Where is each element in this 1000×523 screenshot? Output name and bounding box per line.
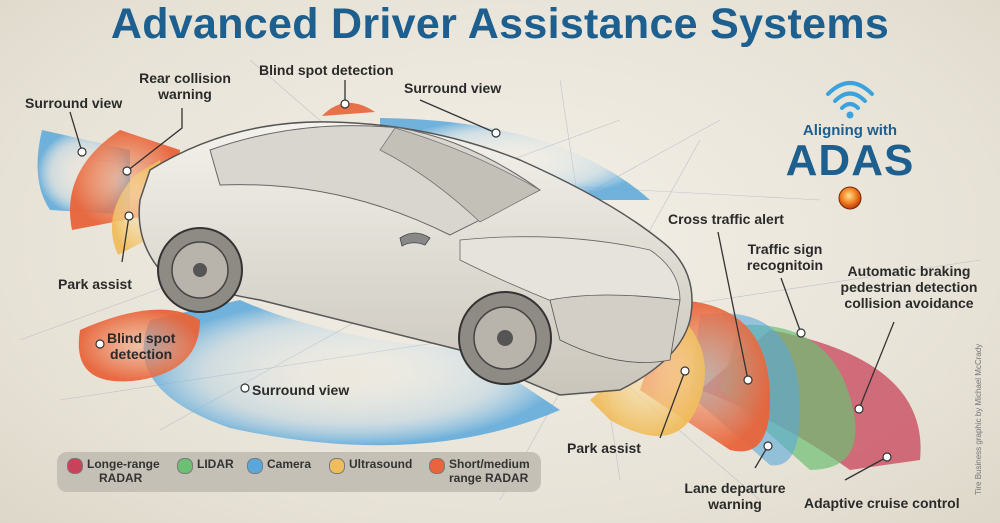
label-surround-view-side: Surround view [252, 382, 350, 398]
label-lane-departure-warning: Lane departure warning [675, 480, 795, 512]
legend-swatch-ultrasound [329, 458, 345, 474]
label-cross-traffic-alert: Cross traffic alert [668, 211, 784, 227]
legend-line: Short/medium [449, 457, 530, 471]
legend-label-short-medium-radar: Short/medium range RADAR [449, 457, 539, 485]
label-line: collision avoidance [844, 295, 974, 311]
badge-title: ADAS [785, 136, 915, 185]
label-line: Rear collision [139, 70, 231, 86]
legend-swatch-short-medium-radar [429, 458, 445, 474]
legend-line: RADAR [99, 471, 143, 485]
adas-badge: Aligning with ADAS [770, 76, 930, 216]
label-line: Blind spot [107, 330, 176, 346]
car-illustration [138, 121, 693, 396]
label-park-assist-front: Park assist [567, 440, 641, 456]
label-surround-view-rear: Surround view [25, 95, 123, 111]
leader-dots [77, 99, 892, 462]
label-blind-spot-side: Blind spot detection [107, 330, 175, 362]
badge-subtitle: Aligning with [802, 122, 898, 139]
legend-swatch-long-range-radar [67, 458, 83, 474]
legend-swatch-lidar [177, 458, 193, 474]
legend-label-long-range-radar: Longe-range RADAR [87, 457, 167, 485]
wifi-icon [826, 81, 874, 110]
label-line: warning [158, 86, 212, 102]
legend-label-camera: Camera [267, 457, 312, 471]
label-rear-collision-warning: Rear collision warning [120, 70, 250, 102]
label-blind-spot-top: Blind spot detection [259, 62, 394, 78]
side-blind-spot-zone [78, 309, 200, 382]
label-line: Automatic braking [847, 263, 971, 279]
legend-label-ultrasound: Ultrasound [349, 457, 413, 471]
label-park-assist-rear: Park assist [58, 276, 132, 292]
label-line: recognitoin [746, 257, 824, 273]
legend-line: Longe-range [87, 457, 160, 471]
legend-line: range RADAR [449, 471, 529, 485]
label-line: Traffic sign [747, 241, 823, 257]
label-line: warning [708, 496, 762, 512]
label-traffic-sign-recognition: Traffic sign recognitoin [735, 241, 835, 273]
top-blind-spot-zone [322, 102, 375, 116]
legend-label-lidar: LIDAR [197, 457, 234, 471]
leader-lines [69, 80, 895, 481]
label-adaptive-cruise-control: Adaptive cruise control [804, 495, 960, 511]
label-line: detection [110, 346, 173, 362]
page-title: Advanced Driver Assistance Systems [110, 0, 890, 48]
sensor-legend: Longe-range RADAR LIDAR Camera Ultrasoun… [57, 452, 541, 492]
label-surround-view-top: Surround view [404, 80, 502, 96]
side-surround-view-zone [143, 300, 561, 446]
graphic-credit: Tire Business graphic by Michael McCrady [974, 343, 983, 495]
label-automatic-braking: Automatic braking pedestrian detection c… [834, 263, 984, 311]
label-line: Lane departure [684, 480, 786, 496]
warning-lamp-icon [838, 186, 862, 210]
wifi-dot-icon [846, 111, 854, 119]
legend-swatch-camera [247, 458, 263, 474]
label-line: pedestrian detection [840, 279, 978, 295]
